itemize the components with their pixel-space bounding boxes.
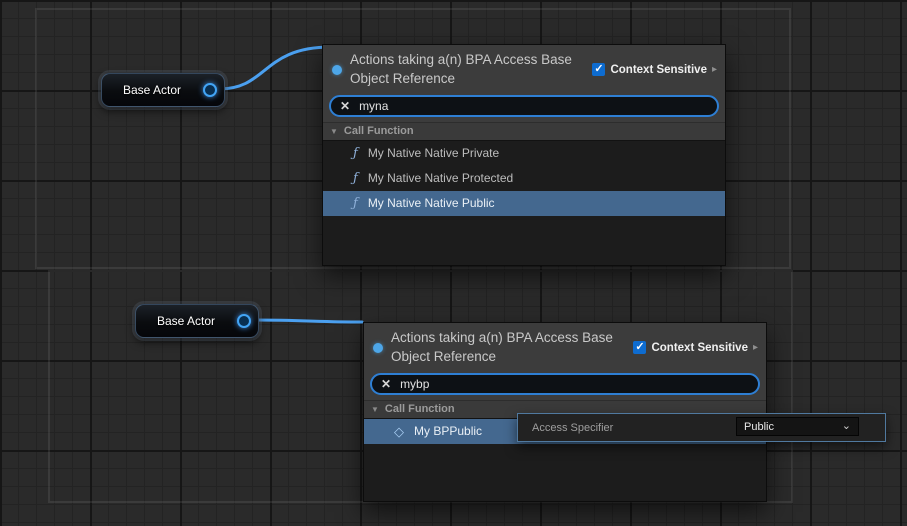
menu-title: Actions taking a(n) BPA Access Base Obje… xyxy=(350,52,572,86)
collapse-triangle-icon: ▼ xyxy=(330,126,338,136)
menu-header: Actions taking a(n) BPA Access Base Obje… xyxy=(364,323,766,371)
blueprint-function-diamond-icon: ◇ xyxy=(394,423,404,439)
wire-top xyxy=(217,45,333,91)
chevron-right-icon: ▸ xyxy=(752,342,758,354)
context-action-menu-bottom: Actions taking a(n) BPA Access Base Obje… xyxy=(363,322,767,502)
node-title: Base Actor xyxy=(156,314,216,328)
context-action-menu-top: Actions taking a(n) BPA Access Base Obje… xyxy=(322,44,726,266)
object-reference-pin-icon xyxy=(332,64,342,75)
context-sensitive-label: Context Sensitive xyxy=(651,341,748,354)
list-item-label: My BPPublic xyxy=(414,424,483,439)
function-icon: ƒ xyxy=(353,195,358,211)
list-item-label: My Native Native Public xyxy=(367,196,495,211)
chevron-down-icon: ⌄ xyxy=(841,420,851,432)
clear-search-icon[interactable]: ✕ xyxy=(340,98,351,113)
list-item-label: My Native Native Protected xyxy=(367,171,514,186)
node-title: Base Actor xyxy=(122,83,182,97)
search-row: ✕ mybp xyxy=(364,370,766,400)
context-sensitive-toggle[interactable]: ✓ Context Sensitive ▸ xyxy=(592,63,717,77)
search-value: mybp xyxy=(400,376,430,391)
chevron-right-icon: ▸ xyxy=(711,64,717,76)
object-output-pin-icon[interactable] xyxy=(203,83,217,97)
search-value: myna xyxy=(359,98,389,113)
function-icon: ƒ xyxy=(353,170,358,186)
checkbox-checked-icon[interactable]: ✓ xyxy=(592,63,606,77)
list-item-my-native-native-public[interactable]: ƒ My Native Native Public xyxy=(323,190,725,216)
object-output-pin-icon[interactable] xyxy=(237,314,251,328)
collapse-triangle-icon: ▼ xyxy=(371,404,379,414)
function-icon: ƒ xyxy=(353,145,358,161)
dropdown-selected-value: Public xyxy=(744,420,774,433)
access-specifier-label: Access Specifier xyxy=(532,421,614,434)
search-input[interactable]: ✕ myna xyxy=(329,94,719,117)
object-reference-pin-icon xyxy=(373,342,383,353)
wire-bottom xyxy=(250,318,364,324)
category-call-function[interactable]: ▼ Call Function xyxy=(323,121,725,141)
search-row: ✕ myna xyxy=(323,92,725,122)
menu-header: Actions taking a(n) BPA Access Base Obje… xyxy=(323,45,725,93)
menu-title: Actions taking a(n) BPA Access Base Obje… xyxy=(391,330,613,364)
list-item-my-native-native-protected[interactable]: ƒ My Native Native Protected xyxy=(323,166,725,191)
category-label: Call Function xyxy=(384,403,455,416)
context-sensitive-toggle[interactable]: ✓ Context Sensitive ▸ xyxy=(633,341,758,355)
node-base-actor-top[interactable]: Base Actor xyxy=(101,73,225,107)
action-list: ƒ My Native Native Private ƒ My Native N… xyxy=(323,140,725,265)
node-base-actor-bottom[interactable]: Base Actor xyxy=(135,304,259,338)
clear-search-icon[interactable]: ✕ xyxy=(381,376,392,391)
access-specifier-tooltip: Access Specifier Public ⌄ xyxy=(517,413,886,442)
context-sensitive-label: Context Sensitive xyxy=(610,63,707,76)
list-item-my-native-native-private[interactable]: ƒ My Native Native Private xyxy=(323,141,725,166)
access-specifier-dropdown[interactable]: Public ⌄ xyxy=(736,417,859,436)
checkbox-checked-icon[interactable]: ✓ xyxy=(633,341,647,355)
list-item-label: My Native Native Private xyxy=(367,146,500,161)
category-label: Call Function xyxy=(343,125,414,138)
search-input[interactable]: ✕ mybp xyxy=(370,372,760,395)
